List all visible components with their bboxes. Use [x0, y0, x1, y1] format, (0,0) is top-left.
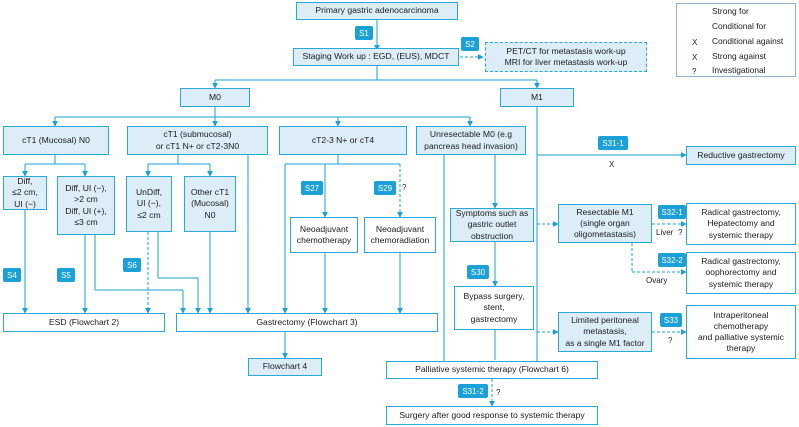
mark-question-liver: ? [678, 228, 683, 237]
node-surgery-after: Surgery after good response to systemic … [386, 406, 598, 425]
node-radical-oophorectomy: Radical gastrectomy, oophorectomy and sy… [686, 252, 796, 294]
tag-s6: S6 [123, 258, 141, 272]
legend-strong-against: Strong against [712, 51, 767, 61]
node-undiff: UnDiff, UI (−), ≤2 cm [126, 176, 172, 232]
node-staging: Staging Work up : EGD, (EUS), MDCT [293, 48, 459, 66]
legend-x-mark-2: X [692, 53, 698, 62]
legend-question-mark: ? [692, 67, 697, 76]
label-ovary: Ovary [646, 276, 668, 285]
tag-s1: S1 [355, 26, 373, 40]
tag-s27: S27 [301, 181, 323, 195]
node-flowchart4: Flowchart 4 [248, 358, 322, 376]
node-palliative: Palliative systemic therapy (Flowchart 6… [386, 361, 598, 379]
node-neo-chemorad: Neoadjuvant chemoradiation [364, 217, 436, 253]
tag-s30: S30 [467, 265, 489, 279]
legend-x-mark-1: X [692, 38, 698, 47]
node-pet: PET/CT for metastasis work-up MRI for li… [485, 42, 647, 72]
mark-x-reductive: X [609, 160, 615, 169]
mark-question-s31-2: ? [496, 388, 501, 397]
node-diff-ui: Diff, UI (−), >2 cm Diff, UI (+), ≤3 cm [57, 176, 115, 235]
legend-conditional-for: Conditional for [712, 21, 767, 31]
legend-conditional-against: Conditional against [712, 36, 784, 46]
node-intraperitoneal: Intraperitoneal chemotherapy and palliat… [686, 305, 796, 359]
node-ct2-3: cT2-3 N+ or cT4 [279, 126, 407, 155]
legend [676, 3, 796, 77]
node-neo-chemo: Neoadjuvant chemotherapy [290, 217, 358, 253]
label-liver: Liver [656, 228, 674, 237]
node-primary: Primary gastric adenocarcinoma [296, 2, 458, 20]
tag-s33: S33 [660, 313, 682, 327]
node-reductive: Reductive gastrectomy [686, 146, 796, 165]
node-unresectable: Unresectable M0 (e.g pancreas head invas… [416, 126, 526, 155]
mark-question-s33: ? [668, 336, 673, 345]
node-ct1-submucosal: cT1 (submucosal) or cT1 N+ or cT2-3N0 [127, 126, 268, 155]
node-symptoms: Symptoms such as gastric outlet obstruct… [450, 208, 534, 242]
node-radical-hepatectomy: Radical gastrectomy, Hepatectomy and sys… [686, 203, 796, 245]
node-gastrectomy: Gastrectomy (Flowchart 3) [176, 313, 438, 332]
tag-s31-1: S31-1 [598, 136, 628, 150]
node-ct1-mucosal: cT1 (Mucosal) N0 [3, 126, 109, 155]
tag-s29: S29 [374, 181, 396, 195]
tag-s4: S4 [3, 268, 21, 282]
node-diff: Diff, ≤2 cm, UI (−) [3, 176, 47, 210]
node-resectable-m1: Resectable M1 (single organ oligometasta… [558, 204, 652, 243]
node-m1: M1 [500, 88, 574, 107]
node-m0: M0 [180, 88, 250, 107]
legend-investigational: Investigational [712, 65, 766, 75]
legend-strong-for: Strong for [712, 6, 749, 16]
tag-s31-2: S31-2 [458, 384, 488, 398]
tag-s32-2: S32-2 [658, 253, 686, 267]
tag-s5: S5 [57, 268, 75, 282]
node-limited-peritoneal: Limited peritoneal metastasis, as a sing… [558, 312, 652, 352]
node-other-ct1: Other cT1 (Mucosal) N0 [184, 176, 236, 232]
node-bypass: Bypass surgery, stent, gastrectomy [454, 286, 534, 330]
tag-s32-1: S32-1 [658, 205, 686, 219]
mark-question-s29: ? [402, 183, 407, 192]
tag-s2: S2 [461, 37, 479, 51]
node-esd: ESD (Flowchart 2) [3, 313, 165, 332]
